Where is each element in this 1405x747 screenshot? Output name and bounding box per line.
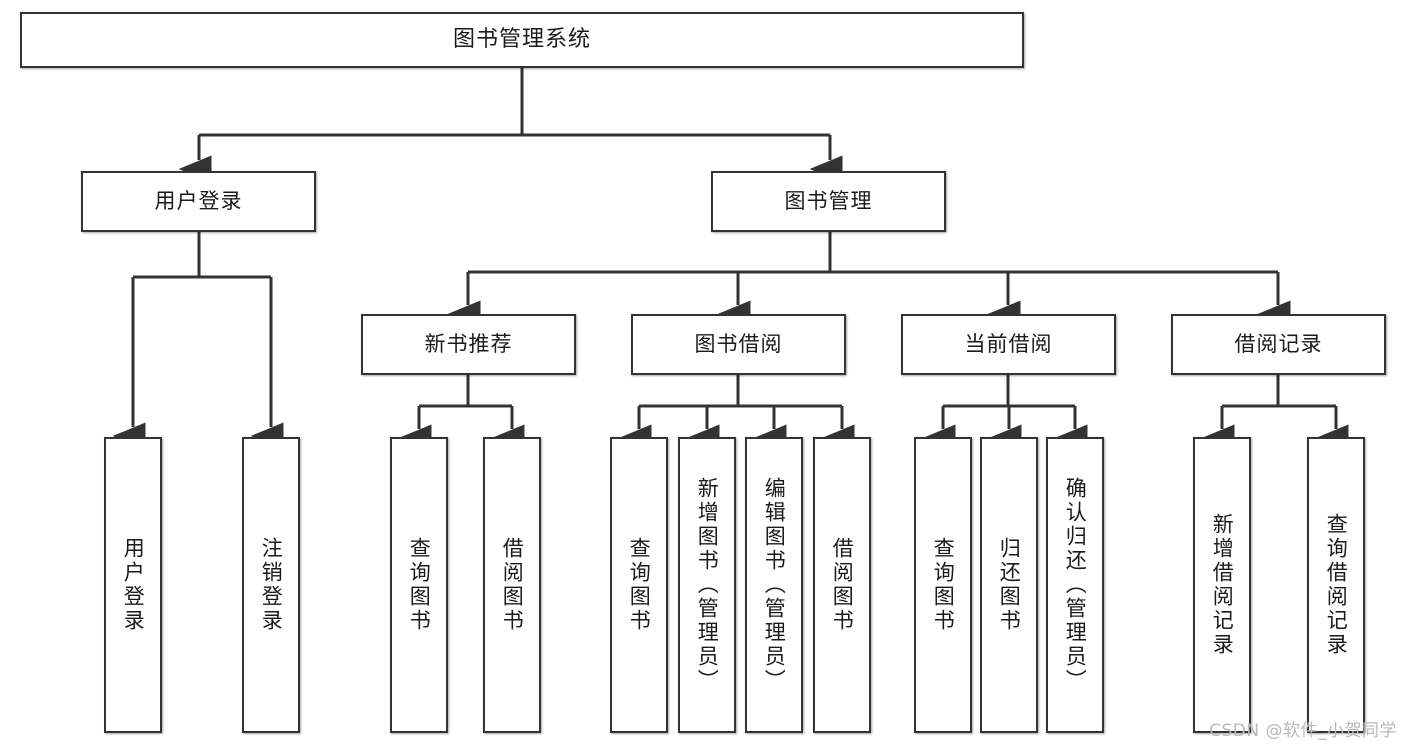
leaf-query-book-recommend[interactable]: 查询图书 (390, 437, 448, 733)
leaf-return-book[interactable]: 归还图书 (980, 437, 1038, 733)
leaf-query-book-current[interactable]: 查询图书 (914, 437, 972, 733)
node-user-login[interactable]: 用户登录 (81, 171, 316, 232)
node-current-borrow-label: 当前借阅 (964, 331, 1053, 356)
node-new-book-recommend[interactable]: 新书推荐 (361, 314, 576, 375)
leaf-query-borrow-record-label: 查询借阅记录 (1324, 513, 1349, 657)
leaf-logout-login-label: 注销登录 (259, 537, 284, 633)
leaf-borrow-book-recommend-label: 借阅图书 (500, 537, 525, 633)
node-borrow-record[interactable]: 借阅记录 (1171, 314, 1386, 375)
leaf-borrow-book[interactable]: 借阅图书 (813, 437, 871, 733)
leaf-edit-book[interactable]: 编辑图书（管理员） (745, 437, 803, 733)
leaf-add-book-label: 新增图书（管理员） (695, 477, 720, 693)
leaf-query-book-recommend-label: 查询图书 (407, 537, 432, 633)
leaf-borrow-book-label: 借阅图书 (830, 537, 855, 633)
node-root[interactable]: 图书管理系统 (20, 12, 1024, 68)
leaf-confirm-return-label: 确认归还（管理员） (1063, 477, 1088, 693)
node-root-label: 图书管理系统 (452, 26, 591, 52)
node-current-borrow[interactable]: 当前借阅 (901, 314, 1116, 375)
leaf-query-book-borrow-label: 查询图书 (627, 537, 652, 633)
node-book-borrow[interactable]: 图书借阅 (631, 314, 846, 375)
leaf-user-login[interactable]: 用户登录 (104, 437, 162, 733)
leaf-borrow-book-recommend[interactable]: 借阅图书 (483, 437, 541, 733)
leaf-add-borrow-record[interactable]: 新增借阅记录 (1193, 437, 1251, 733)
watermark-text: CSDN @软件_小贺同学 (1209, 721, 1397, 741)
leaf-confirm-return[interactable]: 确认归还（管理员） (1046, 437, 1104, 733)
leaf-return-book-label: 归还图书 (997, 537, 1022, 633)
leaf-edit-book-label: 编辑图书（管理员） (762, 477, 787, 693)
node-book-management-label: 图书管理 (784, 188, 873, 213)
leaf-add-book[interactable]: 新增图书（管理员） (678, 437, 736, 733)
node-book-borrow-label: 图书借阅 (694, 331, 783, 356)
leaf-logout-login[interactable]: 注销登录 (242, 437, 300, 733)
node-new-book-recommend-label: 新书推荐 (424, 331, 513, 356)
leaf-add-borrow-record-label: 新增借阅记录 (1210, 513, 1235, 657)
node-borrow-record-label: 借阅记录 (1234, 331, 1323, 356)
node-book-management[interactable]: 图书管理 (711, 171, 946, 232)
leaf-query-book-current-label: 查询图书 (931, 537, 956, 633)
leaf-user-login-label: 用户登录 (121, 537, 146, 633)
node-user-login-label: 用户登录 (154, 188, 243, 213)
leaf-query-borrow-record[interactable]: 查询借阅记录 (1307, 437, 1365, 733)
leaf-query-book-borrow[interactable]: 查询图书 (610, 437, 668, 733)
